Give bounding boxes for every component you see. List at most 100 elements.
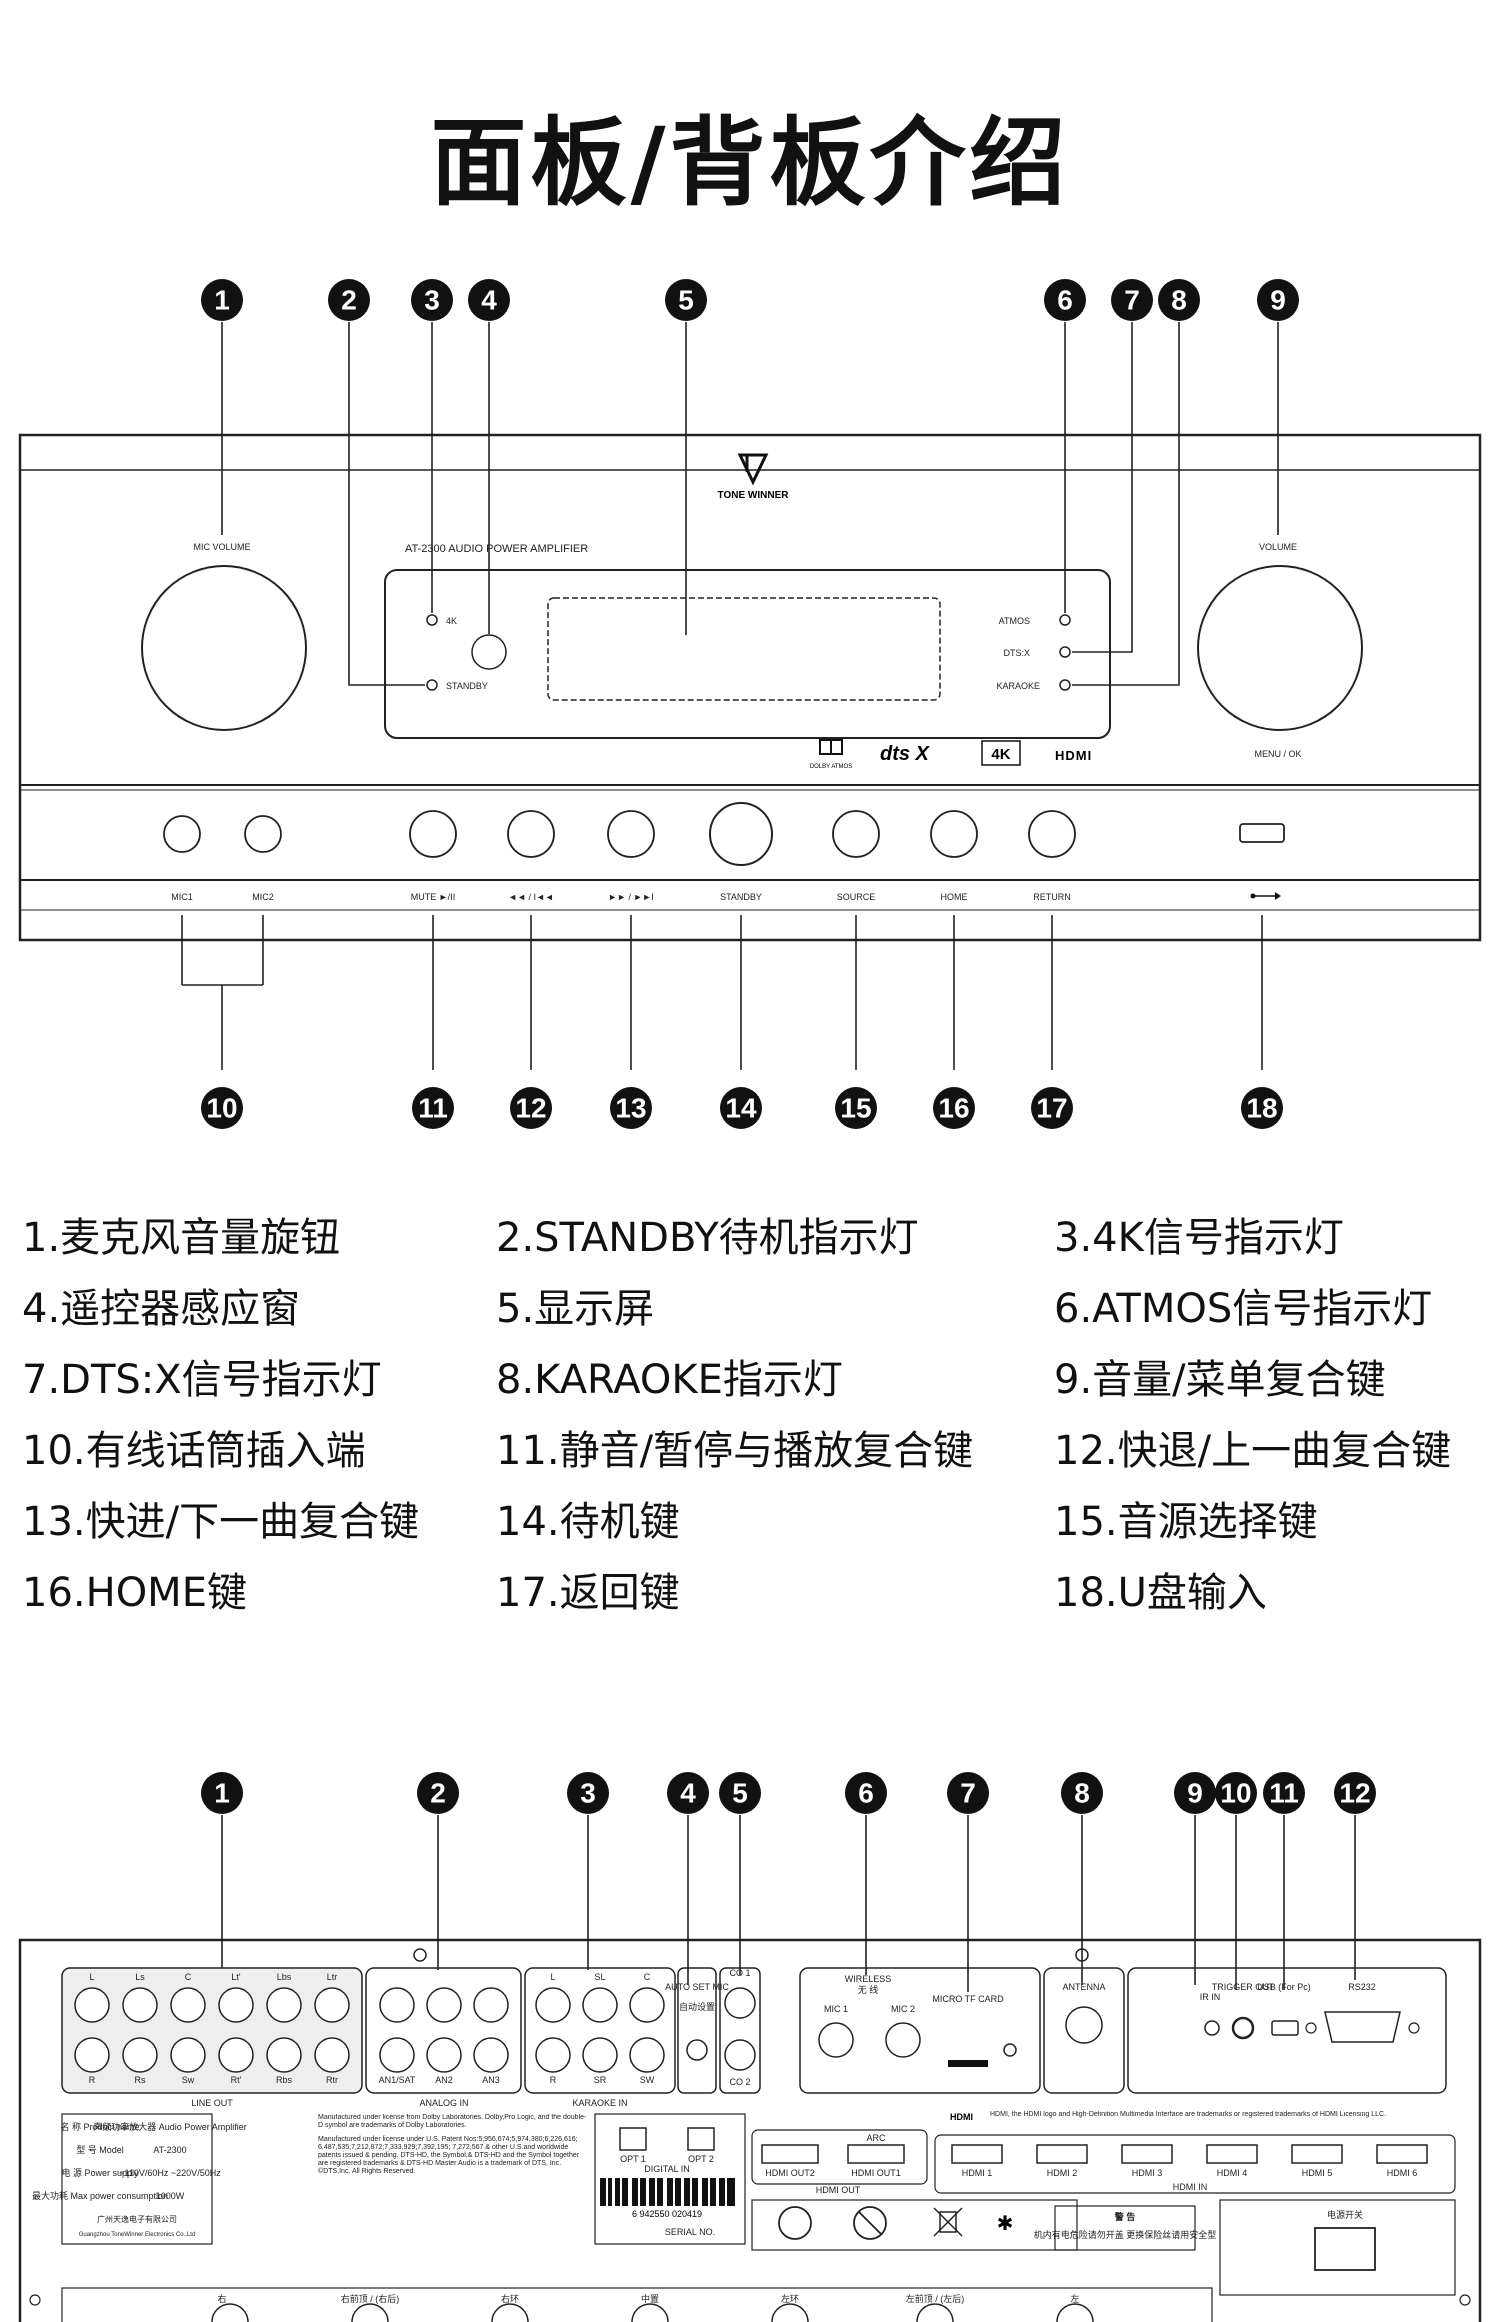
spec-key: 型 号 Model: [76, 2145, 124, 2155]
auto-set-mic-jack[interactable]: [686, 2039, 708, 2061]
ir-in-jack[interactable]: [1204, 2020, 1220, 2036]
usb-port[interactable]: [1239, 823, 1285, 843]
spec-label: [61, 2113, 213, 2245]
spec-value: 声频功率放大器 Audio Power Amplifier: [93, 2121, 247, 2132]
karaoke-in-label: R: [550, 2075, 557, 2085]
karaoke-in-jacks[interactable]: [535, 1987, 665, 2073]
hdmi-out1-port[interactable]: [847, 2144, 905, 2164]
svg-text:16: 16: [938, 1093, 969, 1124]
indicator-karaoke-label: KARAOKE: [996, 681, 1040, 691]
wireless-mic1-antenna[interactable]: [818, 2022, 854, 2058]
spec-key: 名 称 Product name: [60, 2121, 139, 2132]
spec-value: AT-2300: [153, 2145, 186, 2155]
home-button[interactable]: [930, 810, 978, 858]
antenna-label: ANTENNA: [1062, 1982, 1105, 1992]
spec-key: 电 源 Power supply: [61, 2167, 139, 2178]
front-marker-12: 12: [510, 1087, 552, 1129]
speaker-label: 左环: [781, 2293, 799, 2304]
page-title: 面板/背板介绍: [430, 107, 1070, 219]
ir-in-label: IR IN: [1200, 1992, 1221, 2002]
legend-item: 5.显示屏: [496, 1286, 655, 1332]
hdmi-in-label: HDMI 4: [1217, 2168, 1248, 2178]
svg-text:7: 7: [1124, 285, 1140, 316]
home-label: HOME: [941, 892, 968, 902]
auto-set-mic-cn-label: 自动设置: [679, 2001, 715, 2012]
front-marker-18: 18: [1241, 1087, 1283, 1129]
line-out-label: Ls: [135, 1972, 145, 1982]
hdmi-in-ports[interactable]: [951, 2144, 1428, 2164]
hdmi-in-title: HDMI IN: [1173, 2182, 1208, 2192]
rear-marker-7: 7: [947, 1772, 989, 1814]
rear-marker-2: 2: [417, 1772, 459, 1814]
standby-button[interactable]: [709, 802, 773, 866]
indicator-dtsx-led: [1059, 646, 1071, 658]
source-label: SOURCE: [837, 892, 876, 902]
mute-play-button[interactable]: [409, 810, 457, 858]
svg-text:4: 4: [481, 285, 497, 316]
digital-in-label: DIGITAL IN: [644, 2164, 690, 2174]
trigger-out-jack[interactable]: [1231, 2016, 1255, 2040]
svg-text:TONE WINNER: TONE WINNER: [718, 490, 790, 501]
antenna-jack[interactable]: [1065, 2006, 1103, 2044]
line-out-label: L: [89, 1972, 94, 1982]
analog-in-jacks[interactable]: [379, 1987, 509, 2073]
source-button[interactable]: [832, 810, 880, 858]
rs232-port[interactable]: [1324, 2011, 1401, 2043]
auto-set-mic-label: AUTO SET MIC: [665, 1982, 729, 1992]
line-out-label: Rs: [135, 2075, 146, 2085]
line-out-jacks[interactable]: [74, 1987, 350, 2073]
micro-tf-slot[interactable]: [948, 2060, 988, 2067]
svg-text:5: 5: [732, 1778, 748, 1809]
legend-item: 13.快进/下一曲复合键: [22, 1499, 420, 1545]
svg-text:4K: 4K: [991, 746, 1010, 763]
power-switch[interactable]: [1314, 2227, 1376, 2271]
svg-text:12: 12: [1339, 1778, 1370, 1809]
karaoke-in-label: SR: [594, 2075, 607, 2085]
forward-label: ►► / ►►I: [608, 892, 654, 902]
line-out-label: C: [185, 1972, 192, 1982]
speaker-label: 右环: [501, 2293, 519, 2304]
svg-text:13: 13: [615, 1093, 646, 1124]
legend-row: 4.遥控器感应窗 5.显示屏 6.ATMOS信号指示灯: [22, 1276, 1492, 1347]
line-out-label: R: [89, 2075, 96, 2085]
wireless-label: WIRELESS: [845, 1974, 892, 1984]
hdmi-out2-port[interactable]: [761, 2144, 819, 2164]
mic2-jack[interactable]: [244, 815, 282, 853]
rear-panel-diagram: 1 2 3 4 5 6 7 8 9 10 11 12 L Ls C Lt' L: [18, 1772, 1482, 2322]
co2-jack[interactable]: [724, 2039, 756, 2071]
indicator-atmos-label: ATMOS: [999, 616, 1030, 626]
rewind-prev-button[interactable]: [507, 810, 555, 858]
legend-item: 15.音源选择键: [1054, 1499, 1318, 1545]
wireless-mic2-antenna[interactable]: [885, 2022, 921, 2058]
bluetooth-icon: ✱: [997, 2213, 1014, 2235]
volume-label: VOLUME: [1259, 542, 1297, 552]
mic-volume-knob[interactable]: [141, 565, 307, 731]
front-marker-3: 3: [411, 279, 453, 321]
line-out-label: Lbs: [277, 1972, 292, 1982]
line-out-label: Ltr: [327, 1972, 338, 1982]
svg-text:9: 9: [1270, 285, 1286, 316]
opt1-port[interactable]: [619, 2127, 647, 2151]
svg-text:2: 2: [341, 285, 357, 316]
line-out-label: Rt': [231, 2075, 242, 2085]
micro-tf-label: MICRO TF CARD: [932, 1994, 1004, 2004]
rear-marker-11: 11: [1263, 1772, 1305, 1814]
svg-text:18: 18: [1246, 1093, 1277, 1124]
speaker-label: 右前顶 / (右后): [341, 2293, 400, 2304]
return-button[interactable]: [1028, 810, 1076, 858]
front-marker-13: 13: [610, 1087, 652, 1129]
speaker-label: 左: [1070, 2293, 1079, 2304]
rear-marker-3: 3: [567, 1772, 609, 1814]
speaker-terminals[interactable]: [211, 2303, 1094, 2322]
forward-next-button[interactable]: [607, 810, 655, 858]
volume-knob[interactable]: [1197, 565, 1363, 731]
co1-jack[interactable]: [724, 1987, 756, 2019]
usb-pc-port[interactable]: [1271, 2020, 1299, 2036]
opt2-port[interactable]: [687, 2127, 715, 2151]
svg-text:3: 3: [424, 285, 440, 316]
svg-text:11: 11: [418, 1093, 448, 1124]
hdmi-notice: HDMI, the HDMI logo and High-Definition …: [990, 2111, 1387, 2118]
rear-marker-6: 6: [845, 1772, 887, 1814]
mic1-jack[interactable]: [163, 815, 201, 853]
legend-row: 10.有线话筒插入端 11.静音/暂停与播放复合键 12.快退/上一曲复合键: [22, 1418, 1492, 1489]
